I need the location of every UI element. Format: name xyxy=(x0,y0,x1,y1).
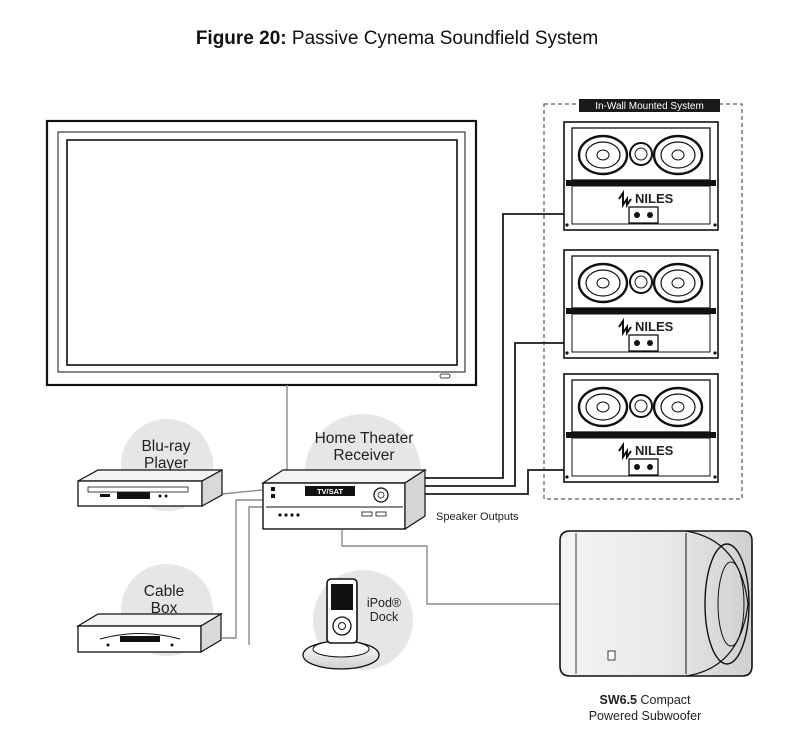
volume-knob-icon xyxy=(373,487,389,503)
speaker-terminal xyxy=(628,458,659,476)
inwall-speaker-3: NILES xyxy=(563,373,719,483)
tv-display xyxy=(45,119,478,387)
bluray-player xyxy=(77,468,223,508)
cablebox-label-2: Box xyxy=(151,600,178,617)
subwoofer xyxy=(559,530,753,677)
speaker-outputs-label: Speaker Outputs xyxy=(436,511,519,523)
speaker-terminal xyxy=(628,206,659,224)
niles-logo-icon xyxy=(618,441,632,461)
woofer-cone-icon xyxy=(704,543,750,665)
receiver-display xyxy=(305,486,355,496)
inwall-header-bar xyxy=(579,99,720,112)
receiver-label-2: Receiver xyxy=(333,447,394,464)
speaker-brand: NILES xyxy=(635,443,674,458)
receiver-label-1: Home Theater xyxy=(315,430,414,447)
subwoofer-model: SW6.5 xyxy=(599,693,637,707)
inwall-header: In-Wall Mounted System xyxy=(595,101,704,112)
niles-logo-icon xyxy=(618,189,632,209)
cablebox-label-1: Cable xyxy=(144,583,185,600)
figure-title: Figure 20: Passive Cynema Soundfield Sys… xyxy=(0,28,794,50)
ipod-label-2: Dock xyxy=(370,610,399,624)
speaker-brand: NILES xyxy=(635,319,674,334)
inwall-speaker-2: NILES xyxy=(563,249,719,359)
cable-box xyxy=(75,612,224,654)
subwoofer-label-1: SW6.5 Compact xyxy=(599,693,691,707)
niles-logo-icon xyxy=(618,317,632,337)
gray-cables xyxy=(221,385,561,645)
ipod-label-1: iPod® xyxy=(367,596,402,610)
av-receiver: TV/SAT xyxy=(260,468,428,531)
figure-label: Figure 20: xyxy=(195,28,287,49)
subwoofer-badge-icon xyxy=(607,650,616,661)
figure-caption: Passive Cynema Soundfield System xyxy=(291,28,599,49)
subwoofer-label-1-rest: Compact xyxy=(637,693,691,707)
subwoofer-label-2: Powered Subwoofer xyxy=(589,709,702,723)
bluray-label-1: Blu-ray xyxy=(141,438,190,455)
bluray-label-2: Player xyxy=(144,455,188,472)
receiver-display-text: TV/SAT xyxy=(317,487,344,496)
inwall-speaker-1: NILES xyxy=(563,121,719,231)
inwall-system: In-Wall Mounted System NILES xyxy=(543,99,743,500)
speaker-brand: NILES xyxy=(635,191,674,206)
ipod-dock xyxy=(302,578,380,670)
tv-power-led xyxy=(439,373,451,379)
speaker-terminal xyxy=(628,334,659,352)
